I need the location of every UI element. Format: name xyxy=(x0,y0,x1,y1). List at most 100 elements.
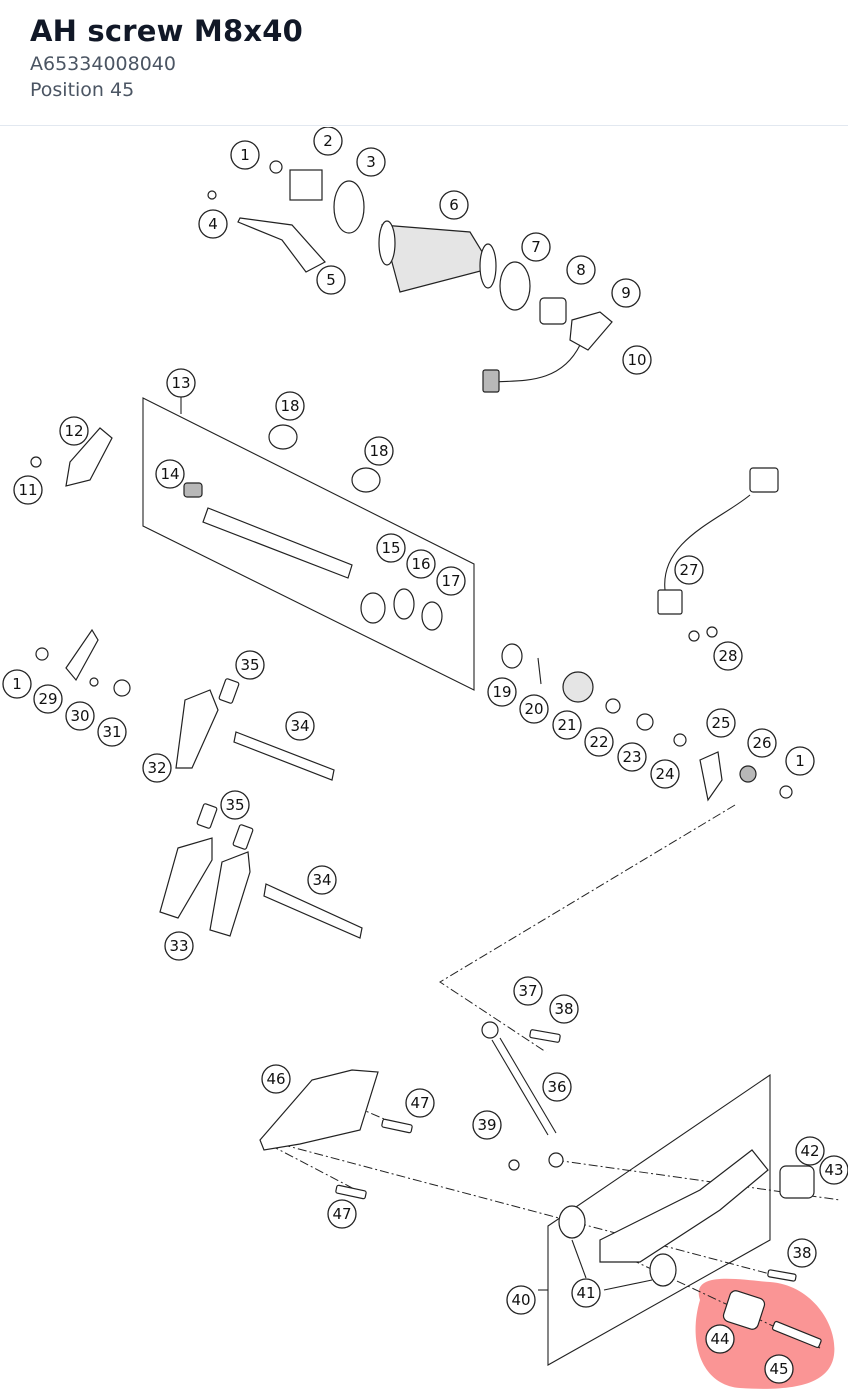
callout-2[interactable]: 2 xyxy=(313,127,343,156)
callout-32[interactable]: 32 xyxy=(142,753,172,783)
callout-35[interactable]: 35 xyxy=(235,650,265,680)
svg-text:6: 6 xyxy=(449,196,459,214)
callout-30[interactable]: 30 xyxy=(65,701,95,731)
callout-47[interactable]: 47 xyxy=(327,1199,357,1229)
callout-47[interactable]: 47 xyxy=(405,1088,435,1118)
svg-text:13: 13 xyxy=(171,374,190,392)
callout-9[interactable]: 9 xyxy=(611,278,641,308)
callout-36[interactable]: 36 xyxy=(542,1072,572,1102)
callout-35[interactable]: 35 xyxy=(220,790,250,820)
svg-text:38: 38 xyxy=(554,1000,573,1018)
callout-27[interactable]: 27 xyxy=(674,555,704,585)
callout-42[interactable]: 42 xyxy=(795,1136,825,1166)
callout-18[interactable]: 18 xyxy=(364,436,394,466)
callout-38[interactable]: 38 xyxy=(787,1238,817,1268)
callout-40[interactable]: 40 xyxy=(506,1285,536,1315)
callout-45-selected[interactable]: 45 xyxy=(764,1354,794,1384)
header: AH screw M8x40 A65334008040 Position 45 xyxy=(0,0,848,126)
callout-14[interactable]: 14 xyxy=(155,459,185,489)
callout-10[interactable]: 10 xyxy=(622,345,652,375)
callout-5[interactable]: 5 xyxy=(316,265,346,295)
callout-46[interactable]: 46 xyxy=(261,1064,291,1094)
shift-drum-part xyxy=(207,160,613,393)
shift-shaft-part xyxy=(30,424,443,631)
svg-text:35: 35 xyxy=(240,656,259,674)
callout-17[interactable]: 17 xyxy=(436,566,466,596)
svg-text:1: 1 xyxy=(795,752,805,770)
svg-text:31: 31 xyxy=(102,723,121,741)
svg-text:5: 5 xyxy=(326,271,336,289)
svg-text:22: 22 xyxy=(589,733,608,751)
svg-text:23: 23 xyxy=(622,748,641,766)
svg-text:17: 17 xyxy=(441,572,460,590)
exploded-parts-diagram: 1 2 3 4 5 6 7 8 9 10 11 12 13 14 18 18 1… xyxy=(2,127,848,1389)
callout-4[interactable]: 4 xyxy=(198,209,228,239)
callout-1[interactable]: 1 xyxy=(785,746,815,776)
callout-41[interactable]: 41 xyxy=(571,1278,601,1308)
callout-3[interactable]: 3 xyxy=(356,147,386,177)
callout-15[interactable]: 15 xyxy=(376,533,406,563)
callout-7[interactable]: 7 xyxy=(521,232,551,262)
svg-text:4: 4 xyxy=(208,215,218,233)
callout-29[interactable]: 29 xyxy=(33,684,63,714)
callout-8[interactable]: 8 xyxy=(566,255,596,285)
callout-28[interactable]: 28 xyxy=(713,641,743,671)
svg-text:19: 19 xyxy=(492,683,511,701)
callout-20[interactable]: 20 xyxy=(519,694,549,724)
svg-text:10: 10 xyxy=(627,351,646,369)
svg-text:25: 25 xyxy=(711,714,730,732)
assembly-line xyxy=(264,1139,786,1279)
shift-lever-part xyxy=(259,1021,822,1348)
callout-34[interactable]: 34 xyxy=(285,711,315,741)
svg-text:30: 30 xyxy=(70,707,89,725)
callout-43[interactable]: 43 xyxy=(819,1155,848,1185)
svg-text:47: 47 xyxy=(332,1205,351,1223)
svg-text:26: 26 xyxy=(752,734,771,752)
svg-text:24: 24 xyxy=(655,765,674,783)
callout-21[interactable]: 21 xyxy=(552,710,582,740)
callout-18[interactable]: 18 xyxy=(275,391,305,421)
callout-26[interactable]: 26 xyxy=(747,728,777,758)
callout-22[interactable]: 22 xyxy=(584,727,614,757)
svg-text:27: 27 xyxy=(679,561,698,579)
callout-19[interactable]: 19 xyxy=(487,677,517,707)
callout-38[interactable]: 38 xyxy=(549,994,579,1024)
callout-6[interactable]: 6 xyxy=(439,190,469,220)
callout-12[interactable]: 12 xyxy=(59,416,89,446)
callout-25[interactable]: 25 xyxy=(706,708,736,738)
svg-text:14: 14 xyxy=(160,465,179,483)
callout-33[interactable]: 33 xyxy=(164,931,194,961)
callout-44[interactable]: 44 xyxy=(705,1324,735,1354)
callout-39[interactable]: 39 xyxy=(472,1110,502,1140)
svg-text:38: 38 xyxy=(792,1244,811,1262)
callout-11[interactable]: 11 xyxy=(13,475,43,505)
callout-1[interactable]: 1 xyxy=(2,669,32,699)
position-label: Position 45 xyxy=(30,79,135,101)
callout-23[interactable]: 23 xyxy=(617,742,647,772)
callout-16[interactable]: 16 xyxy=(406,549,436,579)
svg-text:1: 1 xyxy=(12,675,22,693)
callout-1[interactable]: 1 xyxy=(230,140,260,170)
callout-24[interactable]: 24 xyxy=(650,759,680,789)
shift-forks-part xyxy=(35,628,363,939)
callout-31[interactable]: 31 xyxy=(97,717,127,747)
callout-34[interactable]: 34 xyxy=(307,865,337,895)
svg-text:40: 40 xyxy=(511,1291,530,1309)
svg-text:29: 29 xyxy=(38,690,57,708)
svg-text:18: 18 xyxy=(280,397,299,415)
svg-text:34: 34 xyxy=(312,871,331,889)
svg-text:2: 2 xyxy=(323,132,333,150)
svg-text:32: 32 xyxy=(147,759,166,777)
svg-text:41: 41 xyxy=(576,1284,595,1302)
svg-text:47: 47 xyxy=(410,1094,429,1112)
callout-37[interactable]: 37 xyxy=(513,976,543,1006)
shift-shaft-group-box xyxy=(142,397,475,691)
svg-text:37: 37 xyxy=(518,982,537,1000)
svg-text:3: 3 xyxy=(366,153,376,171)
svg-text:11: 11 xyxy=(18,481,37,499)
part-title: AH screw M8x40 xyxy=(30,14,304,48)
callout-13[interactable]: 13 xyxy=(166,368,196,398)
svg-text:39: 39 xyxy=(477,1116,496,1134)
svg-text:15: 15 xyxy=(381,539,400,557)
assembly-line xyxy=(269,1144,361,1193)
